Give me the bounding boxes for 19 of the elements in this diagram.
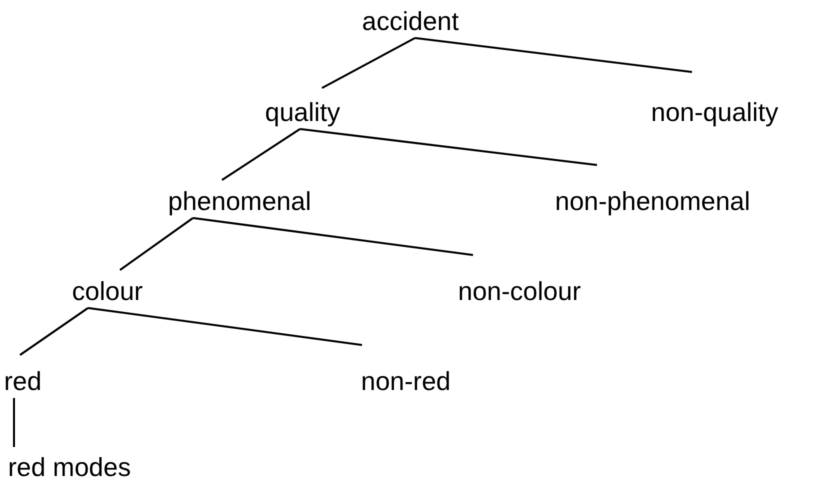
tree-branch-line: [300, 128, 598, 166]
tree-node-label: non-phenomenal: [555, 165, 750, 216]
tree-branch-line: [119, 217, 194, 271]
tree-branch-line: [88, 307, 362, 346]
tree-branch-line: [414, 37, 692, 73]
tree-node-label: non-colour: [458, 255, 581, 306]
tree-branch-line: [322, 37, 416, 89]
tree-node-label: colour: [72, 270, 143, 306]
tree-node-label: non-quality: [651, 72, 778, 127]
tree-branch-line: [19, 307, 89, 356]
tree-node-label: red modes: [8, 447, 131, 482]
tree-node-label: red: [4, 355, 42, 396]
tree-node-label: non-red: [361, 345, 451, 396]
tree-branch-line: [192, 217, 474, 256]
tree-node-label: accident: [362, 6, 459, 36]
tree-node-label: phenomenal: [168, 180, 312, 216]
tree-branch-line: [13, 398, 15, 447]
tree-node-label: quality: [265, 88, 340, 127]
tree-branch-line: [221, 128, 301, 181]
